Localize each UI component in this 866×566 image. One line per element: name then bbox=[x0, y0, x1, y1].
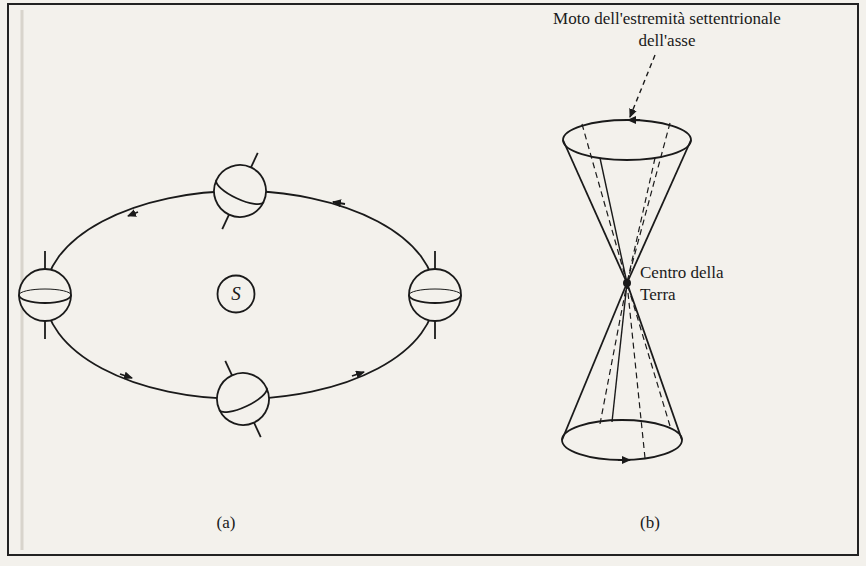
axis-motion-label: Moto dell'estremità settentrionale dell'… bbox=[552, 8, 782, 52]
earth-center-dot bbox=[623, 279, 631, 287]
sun-label: S bbox=[216, 283, 256, 305]
earth-center-label: Centro della Terra bbox=[640, 262, 735, 306]
orbit-arrows bbox=[120, 202, 364, 378]
orbit bbox=[45, 191, 435, 399]
sun-circle: S bbox=[216, 274, 256, 314]
precession-cone bbox=[562, 55, 691, 460]
panel-label: (b) bbox=[620, 512, 680, 534]
panel-label: (a) bbox=[196, 512, 256, 534]
frame bbox=[8, 4, 858, 555]
earth-globes bbox=[19, 142, 461, 448]
